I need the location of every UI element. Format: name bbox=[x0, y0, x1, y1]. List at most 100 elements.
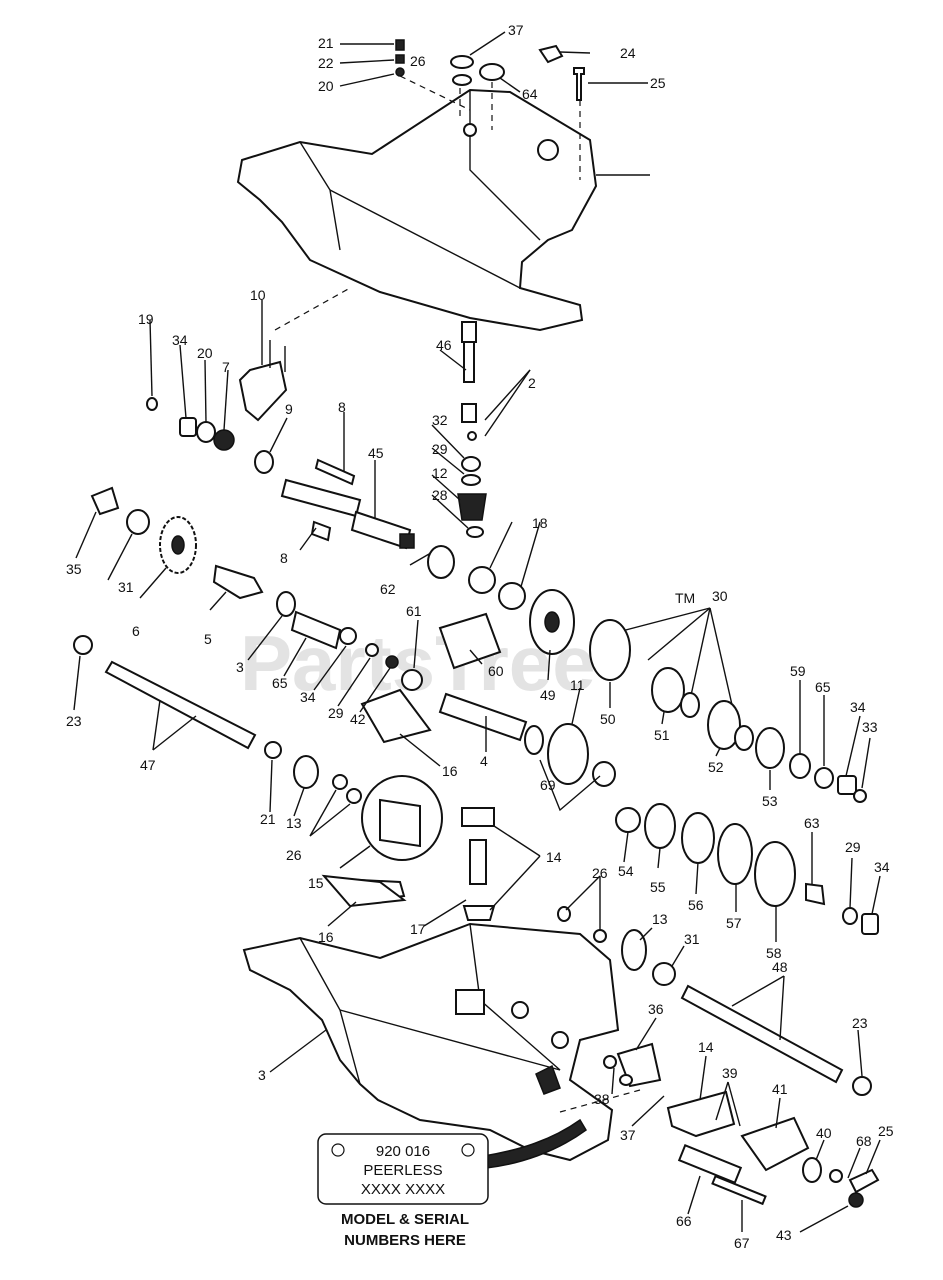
callout-49: 49 bbox=[540, 687, 556, 703]
callout-12: 12 bbox=[432, 465, 448, 481]
callout-54: 54 bbox=[618, 863, 634, 879]
plate-line-2: PEERLESS bbox=[363, 1162, 442, 1179]
callout-31: 31 bbox=[118, 579, 134, 595]
callout-23-lower: 23 bbox=[852, 1015, 868, 1031]
callout-7: 7 bbox=[222, 359, 230, 375]
callout-20-mid: 20 bbox=[197, 345, 213, 361]
callout-28: 28 bbox=[432, 487, 448, 503]
callout-53: 53 bbox=[762, 793, 778, 809]
top-fasteners bbox=[395, 39, 585, 180]
plate-caption: MODEL & SERIAL NUMBERS HERE bbox=[300, 1209, 510, 1251]
callout-16-lower: 16 bbox=[318, 929, 334, 945]
callout-25-lower: 25 bbox=[878, 1123, 894, 1139]
callout-11: 11 bbox=[570, 677, 585, 693]
linkage-callouts: 36 14 39 41 38 37 40 68 25 66 67 43 bbox=[594, 1001, 894, 1251]
callout-29: 29 bbox=[432, 441, 448, 457]
callout-9: 9 bbox=[285, 401, 293, 417]
callout-26-lower: 26 bbox=[286, 847, 302, 863]
callout-19: 19 bbox=[138, 311, 154, 327]
callout-18: 18 bbox=[532, 515, 548, 531]
upper-callouts: 21 22 20 26 37 24 64 25 bbox=[318, 22, 666, 102]
callout-66: 66 bbox=[676, 1213, 692, 1229]
callout-58: 58 bbox=[766, 945, 782, 961]
callout-10: 10 bbox=[250, 287, 266, 303]
callout-62: 62 bbox=[380, 581, 396, 597]
callout-45: 45 bbox=[368, 445, 384, 461]
callout-4: 4 bbox=[480, 753, 488, 769]
callout-33: 33 bbox=[862, 719, 878, 735]
callout-23: 23 bbox=[66, 713, 82, 729]
left-gear-cluster bbox=[73, 486, 432, 750]
caption-line-2: NUMBERS HERE bbox=[344, 1232, 466, 1249]
callout-13: 13 bbox=[286, 815, 302, 831]
callout-31-lower: 31 bbox=[684, 931, 700, 947]
callout-5: 5 bbox=[204, 631, 212, 647]
center-gear-train bbox=[401, 545, 867, 803]
callout-16: 16 bbox=[442, 763, 458, 779]
callout-57: 57 bbox=[726, 915, 742, 931]
lower-housing bbox=[242, 922, 620, 1162]
callout-3: 3 bbox=[236, 659, 244, 675]
callout-32: 32 bbox=[432, 412, 448, 428]
middle-callouts: 10 19 34 20 7 9 8 46 2 45 32 29 12 28 bbox=[138, 287, 536, 529]
callout-40: 40 bbox=[816, 1125, 832, 1141]
callout-64: 64 bbox=[522, 86, 538, 102]
callout-69: 69 bbox=[540, 777, 556, 793]
bevel-shaft-assembly bbox=[146, 287, 415, 550]
callout-2: 2 bbox=[528, 375, 536, 391]
callout-47: 47 bbox=[140, 757, 156, 773]
callout-20: 20 bbox=[318, 78, 334, 94]
callout-38: 38 bbox=[594, 1091, 610, 1107]
callout-65-right: 65 bbox=[815, 679, 831, 695]
callout-36: 36 bbox=[648, 1001, 664, 1017]
vertical-shaft-stack bbox=[457, 321, 487, 538]
callout-65: 65 bbox=[272, 675, 288, 691]
callout-34-lower: 34 bbox=[874, 859, 890, 875]
callout-29-mid: 29 bbox=[328, 705, 344, 721]
callout-21-lower: 21 bbox=[260, 811, 276, 827]
callout-35: 35 bbox=[66, 561, 82, 577]
callout-42: 42 bbox=[350, 711, 366, 727]
callout-14: 14 bbox=[546, 849, 562, 865]
callout-37-lower: 37 bbox=[620, 1127, 636, 1143]
plate-line-3: XXXX XXXX bbox=[361, 1181, 445, 1198]
callout-41: 41 bbox=[772, 1081, 788, 1097]
callout-51: 51 bbox=[654, 727, 670, 743]
callout-59: 59 bbox=[790, 663, 806, 679]
callout-26: 26 bbox=[410, 53, 426, 69]
callout-26-right: 26 bbox=[592, 865, 608, 881]
callout-25: 25 bbox=[650, 75, 666, 91]
callout-61: 61 bbox=[406, 603, 422, 619]
plate-line-1: 920 016 bbox=[376, 1143, 430, 1160]
lower-callouts: 21 13 26 15 14 54 55 56 57 58 63 29 34 6… bbox=[260, 759, 890, 961]
callout-52: 52 bbox=[708, 759, 724, 775]
upper-housing bbox=[236, 88, 650, 332]
callout-24: 24 bbox=[620, 45, 636, 61]
callout-21: 21 bbox=[318, 35, 334, 51]
callout-46: 46 bbox=[436, 337, 452, 353]
callout-43: 43 bbox=[776, 1227, 792, 1243]
callout-8: 8 bbox=[338, 399, 346, 415]
watermark-trademark: TM bbox=[675, 590, 695, 606]
callout-48: 48 bbox=[772, 959, 788, 975]
callout-37: 37 bbox=[508, 22, 524, 38]
callout-29-lower: 29 bbox=[845, 839, 861, 855]
callout-34-right: 34 bbox=[850, 699, 866, 715]
callout-68: 68 bbox=[856, 1133, 872, 1149]
serial-plate-frame bbox=[317, 1133, 489, 1205]
callout-6: 6 bbox=[132, 623, 140, 639]
callout-50: 50 bbox=[600, 711, 616, 727]
callout-22: 22 bbox=[318, 55, 334, 71]
callout-34: 34 bbox=[172, 332, 188, 348]
callout-3-lower: 3 bbox=[258, 1067, 266, 1083]
plate-hole-right bbox=[461, 1143, 475, 1157]
callout-13-lower: 13 bbox=[652, 911, 668, 927]
lower-left-parts bbox=[321, 874, 872, 1096]
callout-60: 60 bbox=[488, 663, 504, 679]
lower-left-callouts: 16 17 26 13 31 48 3 23 bbox=[258, 865, 868, 1083]
callout-56: 56 bbox=[688, 897, 704, 913]
callout-8-lower: 8 bbox=[280, 550, 288, 566]
callout-39: 39 bbox=[722, 1065, 738, 1081]
plate-hole-left bbox=[331, 1143, 345, 1157]
